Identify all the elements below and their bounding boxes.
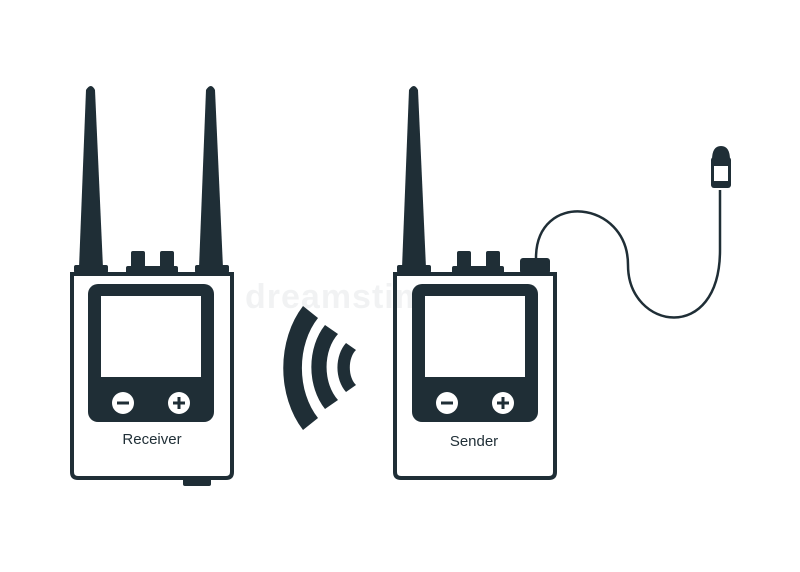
receiver-body-outline [70, 272, 234, 480]
mic-jack [520, 258, 550, 274]
antenna-base [195, 265, 229, 273]
signal-arc-medium [311, 325, 338, 409]
receiver-minus-button[interactable] [112, 392, 134, 414]
mic-cable [534, 190, 722, 319]
bottom-connector [183, 476, 211, 486]
sender-device [393, 86, 557, 480]
sender-screen [425, 296, 525, 377]
minus-icon [441, 401, 453, 405]
receiver-device [70, 86, 234, 486]
plus-icon [497, 397, 509, 409]
antenna-base [74, 265, 108, 273]
receiver-label: Receiver [122, 431, 182, 448]
antenna-icon [199, 86, 223, 268]
receiver-screen [101, 296, 201, 377]
receiver-plus-button[interactable] [168, 392, 190, 414]
signal-arc-small [337, 343, 356, 392]
antenna-base [397, 265, 431, 273]
wireless-signal-icon [283, 306, 356, 430]
sender-minus-button[interactable] [436, 392, 458, 414]
microphone-icon [711, 146, 731, 188]
minus-icon [117, 401, 129, 405]
plus-icon [173, 397, 185, 409]
antenna-icon [402, 86, 426, 268]
antenna-icon [79, 86, 103, 268]
sender-label: Sender [449, 433, 499, 450]
signal-arc-large [283, 306, 318, 430]
sender-plus-button[interactable] [492, 392, 514, 414]
sender-body-outline [393, 272, 557, 480]
